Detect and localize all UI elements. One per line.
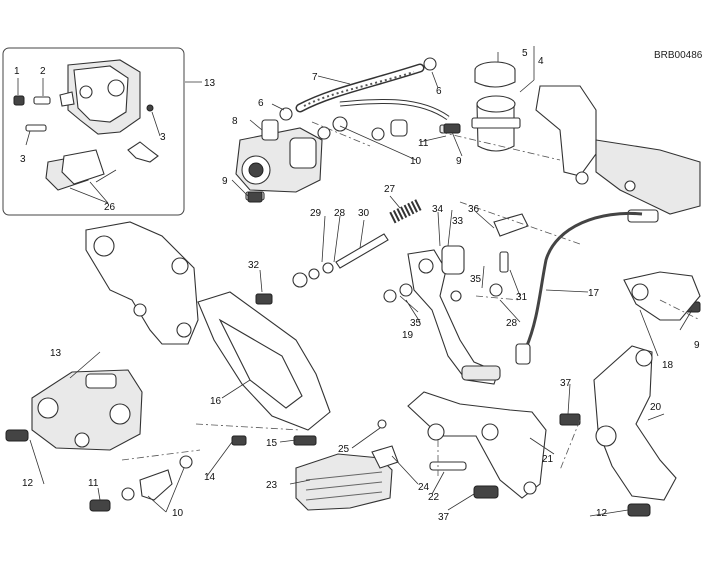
callout-32: 32 [248, 260, 260, 271]
callout-33: 33 [452, 216, 464, 227]
callout-24: 24 [418, 482, 430, 493]
callout-9-a: 9 [222, 176, 228, 187]
rear-brake-hose [524, 211, 643, 349]
callout-12-b: 12 [596, 508, 608, 519]
callout-3-inset-b: 3 [160, 132, 166, 143]
diagram-code: BRB00486 [654, 50, 703, 61]
pushrod-set [292, 198, 423, 288]
callout-37-b: 37 [438, 512, 450, 523]
callout-7: 7 [312, 72, 318, 83]
callout-2: 2 [40, 66, 46, 77]
inset-pin [127, 141, 159, 163]
callout-22: 22 [428, 492, 440, 503]
callout-19: 19 [402, 330, 414, 341]
callout-6-a: 6 [258, 98, 264, 109]
callout-34: 34 [432, 204, 444, 215]
callout-9-c: 9 [694, 340, 700, 351]
callout-12-a: 12 [22, 478, 34, 489]
callout-4: 4 [538, 56, 544, 67]
callout-35-b: 35 [470, 274, 482, 285]
callout-9-b: 9 [456, 156, 462, 167]
brake-pedal [407, 245, 501, 385]
callout-20: 20 [650, 402, 662, 413]
callout-13-b: 13 [50, 348, 62, 359]
callout-28-a: 28 [334, 208, 346, 219]
inset-detail-box [2, 47, 185, 216]
right-heel-bracket [535, 85, 701, 223]
inset-brake-pads [45, 149, 105, 191]
callout-10-a: 10 [410, 156, 422, 167]
callout-35-a: 35 [410, 318, 422, 329]
callout-13-a: 13 [204, 78, 216, 89]
callout-26: 26 [104, 202, 116, 213]
callout-15: 15 [266, 438, 278, 449]
callout-37-a: 37 [560, 378, 572, 389]
callout-17: 17 [588, 288, 600, 299]
callout-27: 27 [384, 184, 396, 195]
callout-6-b: 6 [436, 86, 442, 97]
callout-29: 29 [310, 208, 322, 219]
inset-caliper [59, 59, 141, 135]
callout-10-b: 10 [172, 508, 184, 519]
callout-28-b: 28 [506, 318, 518, 329]
rear-brake-caliper [31, 369, 143, 451]
callout-31: 31 [516, 292, 528, 303]
callout-3-inset-a: 3 [20, 154, 26, 165]
left-hanger-bracket [85, 221, 199, 345]
right-mount-bracket [623, 271, 701, 321]
callout-18: 18 [662, 360, 674, 371]
rider-footpeg-bracket [593, 345, 677, 501]
callout-14: 14 [204, 472, 216, 483]
footpeg [295, 453, 393, 511]
heel-guard-plate [197, 291, 331, 431]
callout-16: 16 [210, 396, 222, 407]
callout-30: 30 [358, 208, 370, 219]
callout-1: 1 [14, 66, 20, 77]
inset-bleeder [13, 95, 154, 132]
footpeg-pin [429, 461, 467, 471]
callout-5: 5 [522, 48, 528, 59]
callout-11-a: 11 [418, 138, 429, 149]
footpeg-hanger [407, 391, 547, 499]
callout-36: 36 [468, 204, 480, 215]
callout-25: 25 [338, 444, 350, 455]
callout-11-b: 11 [88, 478, 99, 489]
fluid-reservoir [471, 61, 521, 152]
callout-23: 23 [266, 480, 278, 491]
callout-8: 8 [232, 116, 238, 127]
master-cylinder [235, 119, 323, 193]
callout-21: 21 [542, 454, 554, 465]
